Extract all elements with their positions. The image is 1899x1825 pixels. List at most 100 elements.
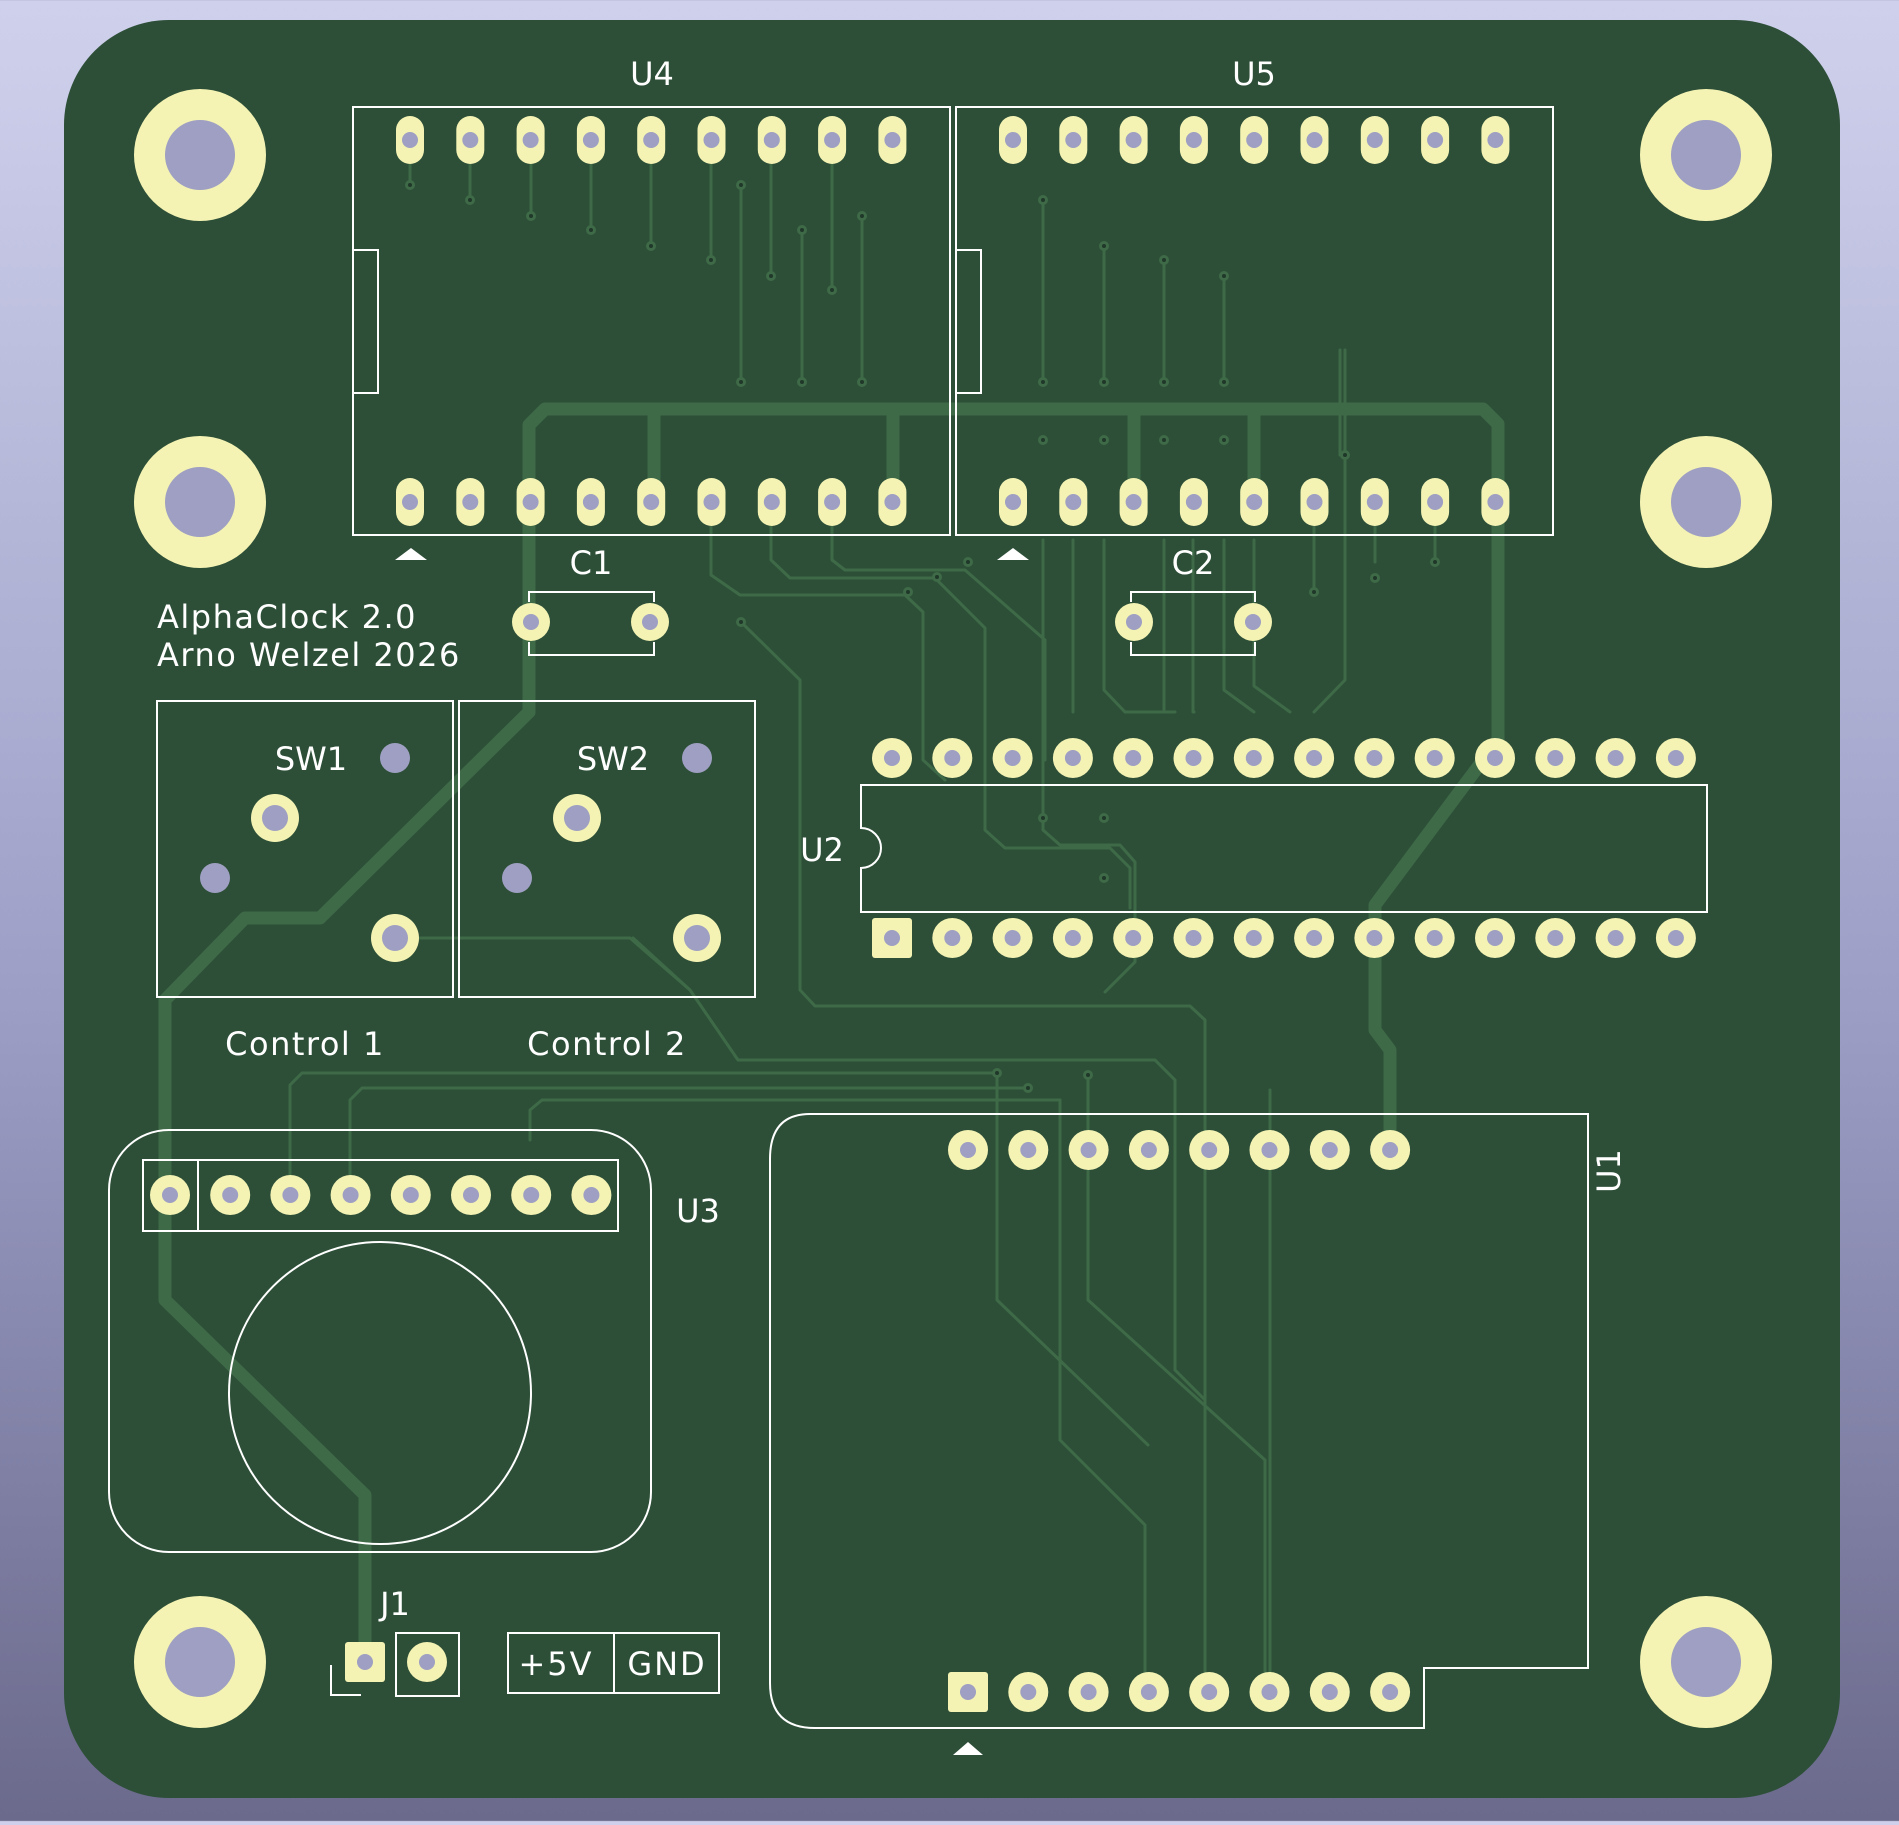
pad-drill xyxy=(357,1654,373,1670)
j1-label: J1 xyxy=(378,1585,410,1623)
pad-drill xyxy=(1126,614,1142,630)
pad-drill xyxy=(1487,750,1503,766)
pad-drill xyxy=(1487,930,1503,946)
pad-drill xyxy=(1321,1142,1338,1158)
pad-drill xyxy=(1427,132,1444,148)
pad-drill xyxy=(684,925,710,951)
via-drill xyxy=(1086,1073,1090,1077)
via-drill xyxy=(1041,198,1045,202)
board-title: AlphaClock 2.0 xyxy=(157,598,417,636)
via-drill xyxy=(1041,438,1045,442)
pad-drill xyxy=(1185,930,1202,946)
via-drill xyxy=(1343,453,1347,457)
via-drill xyxy=(1102,244,1106,248)
pad-drill xyxy=(643,132,660,148)
pad-drill xyxy=(262,805,288,831)
pad-drill xyxy=(1366,750,1383,766)
pad-drill xyxy=(884,930,900,946)
via-drill xyxy=(1102,816,1106,820)
pad-drill xyxy=(1004,750,1021,766)
via-drill xyxy=(739,380,743,384)
mounting-hole-drill xyxy=(1671,120,1741,190)
pad-drill xyxy=(824,132,841,148)
pad-drill xyxy=(1005,494,1021,510)
silkscreen xyxy=(108,106,1708,1729)
board-author: Arno Welzel 2026 xyxy=(157,636,461,674)
mount-drill xyxy=(502,863,532,893)
pad-drill xyxy=(884,132,901,148)
pad-drill xyxy=(1020,1684,1037,1700)
via-drill xyxy=(709,258,713,262)
via-drill xyxy=(1222,380,1226,384)
pad-drill xyxy=(282,1187,299,1203)
pad-drill xyxy=(884,750,900,766)
via-drill xyxy=(1222,274,1226,278)
pad-drill xyxy=(1306,132,1323,148)
mount-drill xyxy=(682,743,712,773)
gnd-label: GND xyxy=(627,1645,706,1683)
pad-drill xyxy=(1321,1684,1338,1700)
mounting-hole-drill xyxy=(165,467,235,537)
pad-drill xyxy=(1064,750,1081,766)
pad-drill xyxy=(1185,494,1202,510)
pad-drill xyxy=(522,494,539,510)
pad-drill xyxy=(162,1187,178,1203)
pad-drill xyxy=(1201,1684,1218,1700)
pad-drill xyxy=(643,494,660,510)
pad-drill xyxy=(1427,494,1444,510)
pad-drill xyxy=(1366,930,1383,946)
via-drill xyxy=(935,575,939,579)
pad-drill xyxy=(1426,750,1443,766)
pad-drill xyxy=(1607,930,1624,946)
pad-drill xyxy=(1201,1142,1218,1158)
pin1-markers xyxy=(395,548,1029,1755)
control2-label: Control 2 xyxy=(527,1025,687,1063)
pad-drill xyxy=(1667,930,1684,946)
via-drill xyxy=(739,183,743,187)
u2-label: U2 xyxy=(800,831,844,869)
pad-drill xyxy=(462,494,479,510)
sw1-label: SW1 xyxy=(275,740,347,778)
pad-drill xyxy=(1366,494,1383,510)
pad-drill xyxy=(1065,494,1082,510)
pad-drill xyxy=(522,132,539,148)
pad-drill xyxy=(1245,750,1262,766)
pad-drill xyxy=(402,1187,419,1203)
pad-drill xyxy=(342,1187,359,1203)
via-drill xyxy=(1162,438,1166,442)
via-drill xyxy=(1102,380,1106,384)
pad-drill xyxy=(1020,1142,1037,1158)
plus5v-label: +5V xyxy=(518,1645,593,1683)
pad-drill xyxy=(523,614,539,630)
pad-drill xyxy=(1382,1142,1399,1158)
pad-drill xyxy=(523,1187,540,1203)
pad-drill xyxy=(402,494,418,510)
pad-drill xyxy=(582,132,599,148)
via-drill xyxy=(468,198,472,202)
via-drill xyxy=(408,183,412,187)
via-drill xyxy=(995,1071,999,1075)
c1-label: C1 xyxy=(570,544,613,582)
via-drill xyxy=(529,214,533,218)
pad-drill xyxy=(1487,132,1504,148)
via-drill xyxy=(589,228,593,232)
pad-drill xyxy=(1246,132,1263,148)
pad-drill xyxy=(1547,930,1564,946)
via-drill xyxy=(1222,438,1226,442)
pad-drill xyxy=(1261,1684,1278,1700)
pad-drill xyxy=(1185,132,1202,148)
mounting-hole-drill xyxy=(165,120,235,190)
pad-drill xyxy=(944,930,961,946)
pad-drill xyxy=(1245,930,1262,946)
pad-drill xyxy=(1125,750,1142,766)
pad-drill xyxy=(1382,1684,1399,1700)
via-drill xyxy=(769,274,773,278)
u5-label: U5 xyxy=(1232,55,1276,93)
mounting-hole-drill xyxy=(1671,1627,1741,1697)
pad-drill xyxy=(763,132,780,148)
u3-label: U3 xyxy=(676,1192,720,1230)
via-drill xyxy=(1026,1086,1030,1090)
copper-traces xyxy=(158,138,1505,1692)
pad-drill xyxy=(462,132,479,148)
